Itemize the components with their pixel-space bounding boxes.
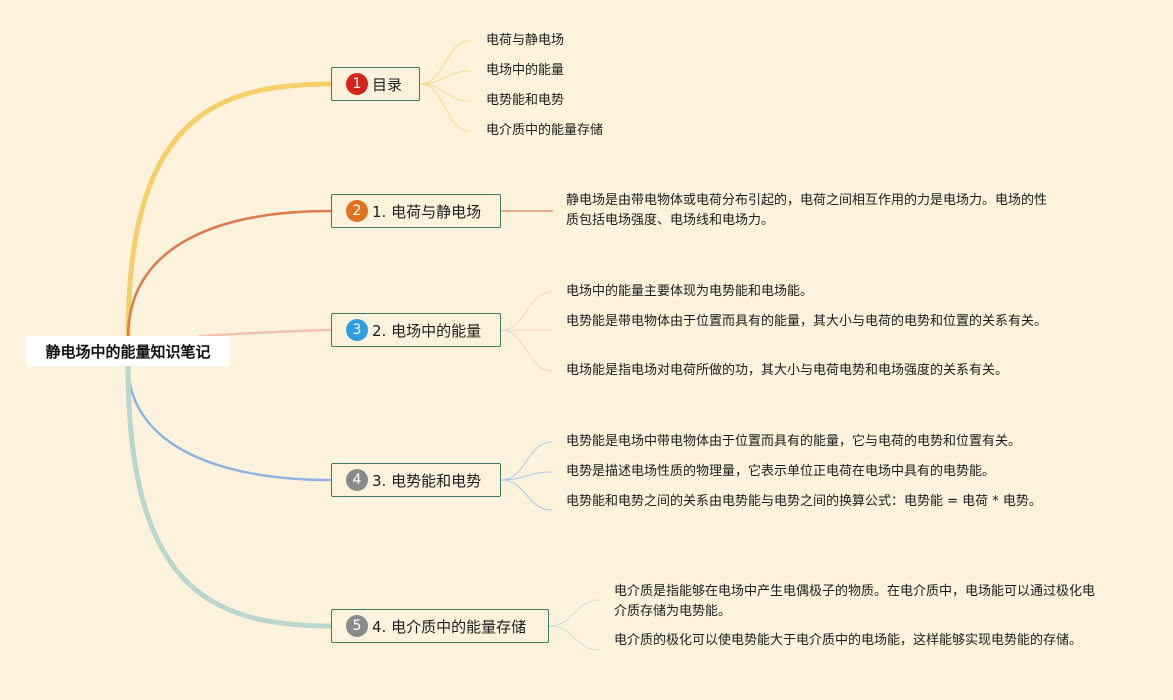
root-topic-label: 静电场中的能量知识笔记 (45, 342, 211, 361)
number-badge-icon: 4 (346, 469, 368, 491)
branch-label: 目录 (372, 75, 403, 94)
leaf-item[interactable]: 电势能和电势 (486, 93, 565, 108)
leaf-item[interactable]: 电场中的能量主要体现为电势能和电场能。 (566, 284, 814, 299)
root-topic[interactable]: 静电场中的能量知识笔记 (26, 336, 230, 366)
leaf-item[interactable]: 静电场是由带电物体或电荷分布引起的，电荷之间相互作用的力是电场力。电场的性质包括… (566, 193, 1048, 228)
leaf-connector (500, 479, 553, 511)
leaf-item[interactable]: 电势是描述电场性质的物理量，它表示单位正电荷在电场中具有的电势能。 (566, 464, 996, 479)
number-badge-icon: 3 (346, 319, 368, 341)
branch-toc[interactable]: 1 目录 (331, 67, 420, 101)
leaf-item[interactable]: 电势能和电势之间的关系由电势能与电势之间的换算公式：电势能 = 电荷 * 电势。 (566, 494, 1042, 509)
branch-connector (198, 328, 333, 338)
leaf-item[interactable]: 电势能是带电物体由于位置而具有的能量，其大小与电荷的电势和位置的关系有关。 (566, 314, 1048, 329)
branch-label: 3. 电势能和电势 (372, 471, 482, 490)
leaf-item[interactable]: 电介质中的能量存储 (486, 123, 604, 138)
leaf-item[interactable]: 电介质的极化可以使电势能大于电介质中的电场能，这样能够实现电势能的存储。 (614, 633, 1083, 648)
leaf-connector (548, 599, 601, 627)
branch-connector (125, 81, 334, 341)
branch-connector (126, 362, 333, 482)
leaf-connector (419, 83, 471, 132)
number-badge-icon: 2 (346, 200, 368, 222)
branch-dielectric-storage[interactable]: 5 4. 电介质中的能量存储 (331, 609, 549, 643)
branch-potential-energy[interactable]: 4 3. 电势能和电势 (331, 463, 501, 497)
branch-label: 1. 电荷与静电场 (372, 202, 482, 221)
branch-charge-and-field[interactable]: 2 1. 电荷与静电场 (331, 194, 501, 228)
number-badge-icon: 1 (346, 73, 368, 95)
branch-connector (125, 361, 334, 629)
leaf-item[interactable]: 电场中的能量 (486, 63, 565, 78)
number-badge-icon: 5 (346, 615, 368, 637)
leaf-connector (419, 70, 471, 85)
leaf-item[interactable]: 电介质是指能够在电场中产生电偶极子的物质。在电介质中，电场能可以通过极化电介质存… (614, 584, 1096, 619)
leaf-connector (548, 625, 601, 651)
branch-energy-in-field[interactable]: 3 2. 电场中的能量 (331, 313, 501, 347)
branch-label: 4. 电介质中的能量存储 (372, 617, 527, 636)
leaf-connector (500, 471, 553, 481)
leaf-item[interactable]: 电荷与静电场 (486, 33, 565, 48)
branch-label: 2. 电场中的能量 (372, 321, 482, 340)
branch-connector (126, 209, 333, 340)
leaf-item[interactable]: 电势能是电场中带电物体由于位置而具有的能量，它与电荷的电势和位置有关。 (566, 434, 1022, 449)
leaf-connector (500, 329, 553, 372)
leaf-item[interactable]: 电场能是指电场对电荷所做的功，其大小与电荷电势和电场强度的关系有关。 (566, 363, 1009, 378)
leaf-connector (419, 83, 471, 102)
leaf-connector (419, 40, 471, 85)
leaf-connector (500, 291, 553, 331)
leaf-connector (500, 441, 553, 481)
